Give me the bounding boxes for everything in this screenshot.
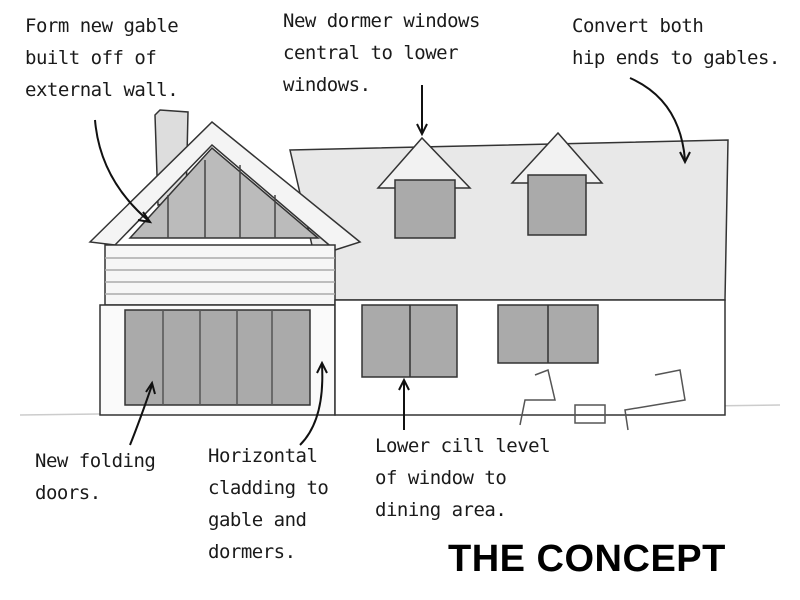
annotation-arrows bbox=[94, 77, 691, 446]
main-roof bbox=[289, 139, 729, 301]
note-line: external wall. bbox=[25, 79, 179, 101]
note-horizontal-cladding: Horizontal cladding to gable and dormers… bbox=[208, 440, 329, 568]
dormer-left-window bbox=[394, 179, 456, 239]
dormer-right-window bbox=[527, 174, 587, 236]
note-line: doors. bbox=[35, 482, 101, 504]
note-line: New folding bbox=[35, 450, 156, 472]
gable-window bbox=[128, 146, 321, 239]
note-line: cladding to bbox=[208, 477, 329, 499]
note-line: Lower cill level bbox=[375, 435, 551, 457]
folding-doors bbox=[124, 309, 311, 406]
note-new-dormer-windows: New dormer windows central to lower wind… bbox=[283, 5, 480, 101]
note-line: built off of bbox=[25, 47, 157, 69]
note-line: New dormer windows bbox=[283, 10, 480, 32]
note-convert-hip-ends: Convert both hip ends to gables. bbox=[572, 10, 780, 74]
note-lower-cill-level: Lower cill level of window to dining are… bbox=[375, 430, 551, 526]
note-line: windows. bbox=[283, 74, 371, 96]
note-line: dormers. bbox=[208, 541, 296, 563]
cladding-wall bbox=[104, 244, 336, 306]
note-line: Convert both bbox=[572, 15, 704, 37]
note-line: central to lower bbox=[283, 42, 459, 64]
note-line: dining area. bbox=[375, 499, 507, 521]
garden-chairs bbox=[519, 368, 686, 431]
note-line: Horizontal bbox=[208, 445, 318, 467]
note-new-folding-doors: New folding doors. bbox=[35, 445, 156, 509]
note-line: of window to bbox=[375, 467, 507, 489]
concept-title: THE CONCEPT bbox=[448, 538, 726, 580]
note-line: hip ends to gables. bbox=[572, 47, 780, 69]
note-line: gable and bbox=[208, 509, 307, 531]
note-line: Form new gable bbox=[25, 15, 179, 37]
note-form-new-gable: Form new gable built off of external wal… bbox=[25, 10, 179, 106]
